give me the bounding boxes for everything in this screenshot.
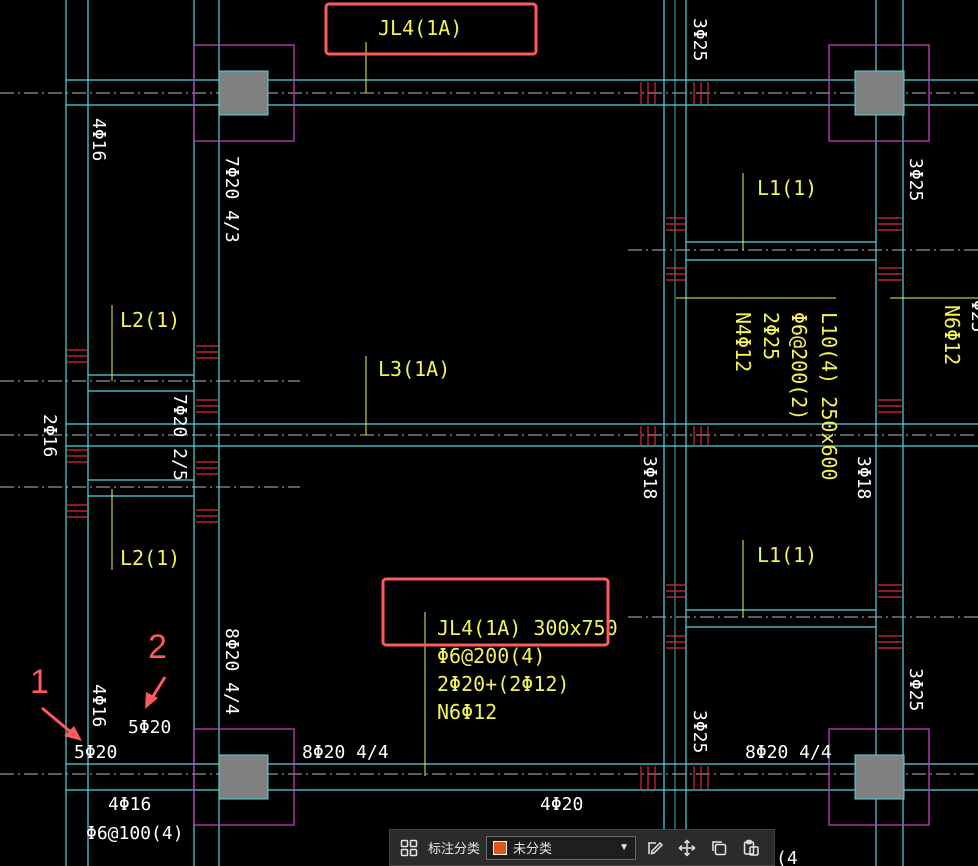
highlight-box-jl4-top xyxy=(324,2,538,56)
label-l2-top: L2(1) xyxy=(120,308,180,332)
label-bottom-4phi20: 4Φ20 xyxy=(540,794,583,815)
label-jl4-side: N6Φ12 xyxy=(437,700,497,724)
column-top-left xyxy=(193,44,295,142)
label-right-side: N6Φ12 xyxy=(940,305,964,365)
label-l10: L10(4) 250x600 xyxy=(817,312,841,481)
label-l1-bottom: L1(1) xyxy=(757,543,817,567)
label-l2-bottom: L2(1) xyxy=(120,546,180,570)
label-l1-top: L1(1) xyxy=(757,176,817,200)
rebar-labels-rotated: 3Φ25 3Φ25 3Φ25 3Φ25 3Φ18 3Φ18 7Φ20 4/3 7… xyxy=(39,18,926,753)
label-bottom-5phi20: 5Φ20 xyxy=(74,742,117,763)
category-value: 未分类 xyxy=(513,841,553,856)
label-left-4phi16-a: 4Φ16 xyxy=(88,118,109,161)
marker-arrows xyxy=(41,676,167,741)
label-left-4phi16-b: 4Φ16 xyxy=(88,684,109,727)
category-dropdown[interactable]: 未分类 ▼ xyxy=(486,835,637,860)
column-bottom-right xyxy=(828,728,930,826)
marker-1: 1 xyxy=(30,663,49,701)
label-right-3phi25-c: 3Φ25 xyxy=(689,710,710,753)
label-left-2phi16: 2Φ16 xyxy=(39,414,60,457)
label-l10-side: N4Φ12 xyxy=(731,312,755,372)
label-right-3phi25-a: 3Φ25 xyxy=(905,158,926,201)
copy-icon[interactable] xyxy=(706,835,732,861)
beam-labels-rotated: L10(4) 250x600 Φ6@200(2) 2Φ25 N4Φ12 N6Φ1… xyxy=(731,300,978,481)
label-jl4-top: JL4(1A) xyxy=(378,16,462,40)
label-l10-rebar: 2Φ25 xyxy=(759,312,783,360)
label-right-3phi25-b: 3Φ25 xyxy=(905,668,926,711)
label-bottom-stirrup: Φ6@100(4) xyxy=(86,823,184,844)
move-icon[interactable] xyxy=(674,835,700,861)
paste-icon[interactable] xyxy=(738,835,764,861)
label-col-7phi20-b: 7Φ20 2/5 xyxy=(169,394,190,481)
label-mid-3phi18-a: 3Φ18 xyxy=(639,456,660,499)
label-bottom-8phi20-b: 8Φ20 4/4 xyxy=(745,742,832,763)
column-top-right xyxy=(828,44,930,142)
grid-icon[interactable] xyxy=(396,835,422,861)
beam-lines xyxy=(65,0,978,866)
label-jl4-mid: JL4(1A) 300x750 xyxy=(437,616,618,640)
chevron-down-icon: ▼ xyxy=(619,842,630,853)
highlight-box-jl4-mid xyxy=(381,577,610,647)
label-col-7phi20-a: 7Φ20 4/3 xyxy=(221,156,242,243)
label-white-5phi20: 5Φ20 xyxy=(128,717,171,738)
label-partial-bottom: (4 xyxy=(776,848,798,866)
annotation-toolbar: 标注分类 未分类 ▼ xyxy=(389,829,775,866)
column-bottom-left xyxy=(193,728,295,826)
leader-lines xyxy=(111,42,978,776)
label-l3: L3(1A) xyxy=(378,357,450,381)
edit-icon[interactable] xyxy=(642,835,668,861)
label-l10-stirrup: Φ6@200(2) xyxy=(787,312,811,420)
marker-2: 2 xyxy=(148,628,167,666)
category-label: 标注分类 xyxy=(428,841,481,856)
label-bottom-8phi20-a: 8Φ20 4/4 xyxy=(302,742,389,763)
label-top-3phi25: 3Φ25 xyxy=(689,18,710,61)
label-partial-right: Φ25 xyxy=(967,300,978,333)
stirrup-marks xyxy=(67,82,902,789)
label-mid-3phi18-b: 3Φ18 xyxy=(853,456,874,499)
label-jl4-stirrup: Φ6@200(4) xyxy=(437,644,545,668)
label-col-8phi20: 8Φ20 4/4 xyxy=(221,628,242,715)
label-jl4-rebar: 2Φ20+(2Φ12) xyxy=(437,672,569,696)
beam-labels: JL4(1A) L3(1A) L2(1) L2(1) L1(1) L1(1) J… xyxy=(74,16,832,866)
category-color-swatch xyxy=(493,840,508,855)
label-bottom-4phi16: 4Φ16 xyxy=(108,794,151,815)
